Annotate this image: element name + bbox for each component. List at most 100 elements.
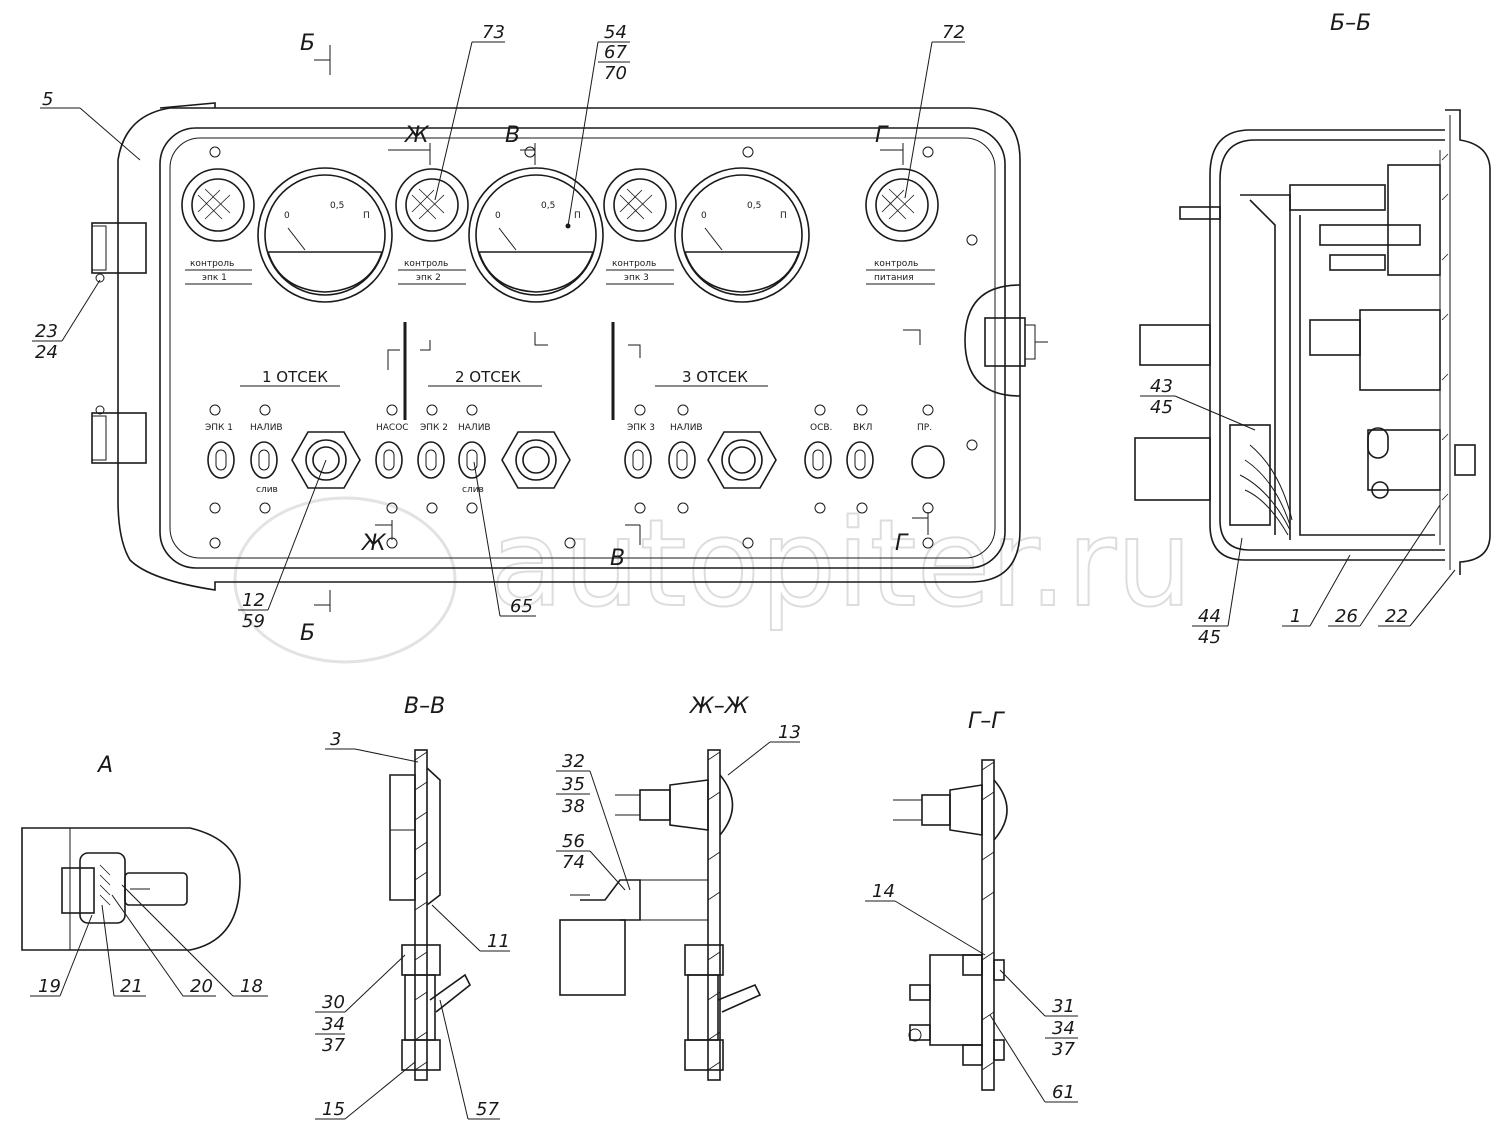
gauge-2-scale-0: 0	[495, 211, 501, 221]
callout-5: 5	[42, 89, 53, 110]
compartment-1-text: 1 ОТСЕК	[262, 368, 328, 386]
callout-15: 15	[322, 1099, 345, 1120]
callout-67: 67	[604, 42, 627, 63]
compartment-label-3: 3 ОТСЕК	[655, 368, 768, 387]
callout-14: 14	[872, 881, 895, 902]
gauge-2-scale-05: 0,5	[541, 201, 555, 211]
callout-18: 18	[240, 976, 263, 997]
switch-label-naliv1: НАЛИВ	[250, 423, 283, 433]
switch-label-epk2: ЭПК 2	[420, 423, 448, 433]
callout-34a: 34	[322, 1014, 345, 1035]
section-mark-g-top: Г	[875, 123, 889, 148]
switch-label-osv: ОСВ.	[810, 423, 832, 433]
lamp-epk3	[603, 168, 677, 242]
switch-label-vkl: ВКЛ	[853, 423, 872, 433]
watermark: autopiter.ru	[233, 494, 1193, 664]
lamp-label-1-line1: контроль	[190, 259, 234, 269]
cable-glands	[291, 431, 777, 489]
callout-74: 74	[562, 852, 585, 873]
switch-label-nasos: НАСОС	[376, 423, 409, 433]
gauge-1: 0 0,5 П	[257, 167, 393, 303]
gauge-3-scale-05: 0,5	[747, 201, 761, 211]
callout-19: 19	[38, 976, 61, 997]
section-bb-title: Б–Б	[1330, 11, 1371, 36]
callout-3: 3	[330, 729, 341, 750]
lamp-power	[865, 168, 939, 242]
lamp-label-2-line1: контроль	[404, 259, 448, 269]
callout-59: 59	[242, 611, 265, 632]
section-gg-title: Г–Г	[968, 709, 1005, 734]
callout-26: 26	[1335, 606, 1358, 627]
callout-11: 11	[487, 931, 510, 952]
section-zhzh-view: Ж–Ж 13 32 35 38 56 74	[556, 694, 801, 1081]
callout-1: 1	[1290, 606, 1301, 627]
section-gg-view: Г–Г 14 31 34 37 61	[865, 709, 1078, 1103]
gauge-1-scale-p: П	[363, 211, 370, 221]
callout-20: 20	[190, 976, 213, 997]
callout-37a: 37	[322, 1035, 345, 1056]
switch-label-naliv2: НАЛИВ	[458, 423, 491, 433]
callout-38: 38	[562, 796, 585, 817]
switch-label-naliv3: НАЛИВ	[670, 423, 703, 433]
drain-label-1: слив	[256, 485, 278, 495]
watermark-text: autopiter.ru	[490, 495, 1192, 634]
lamp-label-3: контроль эпк 3	[606, 259, 674, 285]
gauge-3: 0 0,5 П	[674, 167, 810, 303]
section-bb-view: Б–Б 43 45 44 45	[1134, 11, 1491, 648]
compartment-label-2: 2 ОТСЕК	[428, 368, 542, 387]
callout-72: 72	[942, 22, 965, 43]
section-zhzh-title: Ж–Ж	[688, 694, 750, 719]
callout-21: 21	[120, 976, 143, 997]
lamp-label-1: контроль эпк 1	[185, 259, 252, 285]
control-panel-front-view: контроль эпк 1 контроль эпк 2 контроль э…	[32, 22, 1048, 646]
view-a-title: А	[96, 753, 113, 778]
callout-13: 13	[778, 722, 801, 743]
section-vv-view: В–В 3 11 30 34 37 15 57	[315, 694, 510, 1120]
lamp-label-4-line2: питания	[874, 273, 914, 283]
callout-65: 65	[510, 596, 533, 617]
gauge-1-scale-05: 0,5	[330, 201, 344, 211]
compartment-2-text: 2 ОТСЕК	[455, 368, 521, 386]
lamp-label-2: контроль эпк 2	[398, 259, 466, 285]
callouts-main: 5 23 24 73 54 67 70 72 12 59 65	[32, 22, 965, 632]
compartment-label-1: 1 ОТСЕК	[240, 368, 340, 387]
callout-34b: 34	[1052, 1018, 1075, 1039]
lamp-epk2	[395, 168, 469, 242]
section-mark-g-bottom: Г	[895, 531, 909, 556]
callout-57: 57	[476, 1099, 499, 1120]
callout-44: 44	[1198, 606, 1221, 627]
gauge-2: 0 0,5 П	[468, 167, 604, 303]
switch-label-pr: ПР.	[917, 423, 932, 433]
gauge-3-scale-p: П	[780, 211, 787, 221]
lamp-label-2-line2: эпк 2	[416, 273, 441, 283]
section-mark-v-top: В	[505, 123, 520, 148]
switch-labels: ЭПК 1 НАЛИВ НАСОС ЭПК 2 НАЛИВ ЭПК 3 НАЛИ…	[205, 423, 932, 495]
callout-24: 24	[35, 342, 58, 363]
drain-label-2: слив	[462, 485, 484, 495]
switch-label-epk3: ЭПК 3	[627, 423, 655, 433]
callout-54: 54	[604, 22, 627, 43]
lamp-label-3-line1: контроль	[612, 259, 656, 269]
section-mark-zh-bottom: Ж	[360, 531, 387, 556]
callout-45a: 45	[1150, 397, 1173, 418]
lamp-epk1	[181, 168, 255, 242]
switch-label-epk1: ЭПК 1	[205, 423, 233, 433]
compartment-3-text: 3 ОТСЕК	[682, 368, 748, 386]
lamp-label-3-line2: эпк 3	[624, 273, 649, 283]
gauge-3-scale-0: 0	[701, 211, 707, 221]
lamp-label-4: контроль питания	[866, 259, 935, 285]
section-marks: Б Б Ж Ж В В Г Г	[300, 31, 929, 646]
callout-43: 43	[1150, 376, 1173, 397]
callout-22: 22	[1385, 606, 1408, 627]
section-mark-v-bottom: В	[610, 546, 625, 571]
lamp-label-1-line2: эпк 1	[202, 273, 227, 283]
gauge-1-scale-0: 0	[284, 211, 290, 221]
callout-32: 32	[562, 751, 585, 772]
view-a: А 19 21 20 18	[21, 753, 268, 997]
callout-35: 35	[562, 774, 585, 795]
callout-12: 12	[242, 590, 265, 611]
gauge-2-scale-p: П	[574, 211, 581, 221]
screws	[209, 146, 978, 549]
callout-23: 23	[35, 321, 58, 342]
